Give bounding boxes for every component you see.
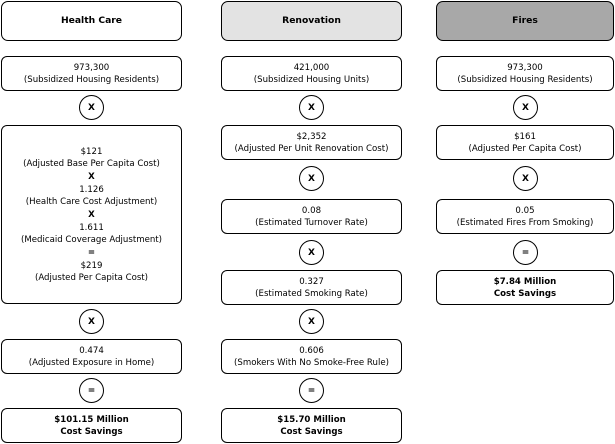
- rn-no-rule-label: (Smokers With No Smoke-Free Rule): [234, 357, 389, 368]
- hc-base-value: $121: [80, 146, 103, 157]
- hc-multiply-operator-2: X: [79, 309, 104, 334]
- hc-base-label: (Adjusted Base Per Capita Cost): [23, 158, 160, 169]
- rn-smoking-value: 0.327: [299, 276, 324, 287]
- hc-total-amount: $101.15 Million: [54, 414, 129, 425]
- hc-residents-value: 973,300: [73, 62, 110, 73]
- rn-multiply-operator-1: X: [299, 95, 324, 120]
- rn-unit-cost-value: $2,352: [296, 131, 327, 142]
- hc-calc-operator-b: X: [88, 209, 95, 220]
- hc-adj-label: (Health Care Cost Adjustment): [25, 196, 158, 207]
- rn-multiply-operator-2: X: [299, 166, 324, 191]
- fi-total-label: Cost Savings: [493, 288, 557, 299]
- rn-no-rule-box: 0.606 (Smokers With No Smoke-Free Rule): [221, 339, 402, 374]
- rn-turnover-value: 0.08: [301, 205, 322, 216]
- fi-multiply-operator-1: X: [513, 95, 538, 120]
- rn-turnover-label: (Estimated Turnover Rate): [255, 217, 368, 228]
- hc-residents-box: 973,300 (Subsidized Housing Residents): [1, 56, 182, 91]
- hc-per-capita-calc-box: $121 (Adjusted Base Per Capita Cost) X 1…: [1, 125, 182, 304]
- hc-exposure-label: (Adjusted Exposure in Home): [28, 357, 155, 368]
- rn-units-box: 421,000 (Subsidized Housing Units): [221, 56, 402, 91]
- rn-multiply-operator-4: X: [299, 309, 324, 334]
- fi-fires-smoking-value: 0.05: [515, 205, 535, 216]
- hc-multiply-operator-1: X: [79, 95, 104, 120]
- fi-fires-smoking-box: 0.05 (Estimated Fires From Smoking): [436, 199, 614, 234]
- header-health-care: Health Care: [1, 1, 182, 41]
- fi-total-amount: $7.84 Million: [493, 276, 557, 287]
- header-renovation-label: Renovation: [282, 15, 341, 26]
- rn-units-value: 421,000: [293, 62, 330, 73]
- rn-total-box: $15.70 Million Cost Savings: [221, 408, 402, 443]
- hc-medicaid-label: (Medicaid Coverage Adjustment): [20, 234, 163, 245]
- hc-residents-label: (Subsidized Housing Residents): [23, 74, 160, 85]
- fi-per-capita-value: $161: [514, 131, 536, 142]
- rn-equals-operator: =: [299, 378, 324, 403]
- rn-total-label: Cost Savings: [280, 426, 343, 437]
- rn-total-amount: $15.70 Million: [277, 414, 346, 425]
- fi-fires-smoking-label: (Estimated Fires From Smoking): [456, 217, 594, 228]
- header-fires-label: Fires: [512, 15, 538, 26]
- header-renovation: Renovation: [221, 1, 402, 41]
- fi-residents-label: (Subsidized Housing Residents): [457, 74, 593, 85]
- rn-units-label: (Subsidized Housing Units): [253, 74, 370, 85]
- rn-turnover-box: 0.08 (Estimated Turnover Rate): [221, 199, 402, 234]
- hc-adj-value: 1.126: [79, 184, 104, 195]
- rn-unit-cost-label: (Adjusted Per Unit Renovation Cost): [234, 143, 389, 154]
- fi-equals-operator: =: [513, 240, 538, 265]
- hc-result-value: $219: [80, 260, 103, 271]
- hc-calc-operator-a: X: [88, 171, 95, 182]
- hc-exposure-box: 0.474 (Adjusted Exposure in Home): [1, 339, 182, 374]
- hc-calc-operator-c: =: [87, 247, 96, 258]
- hc-exposure-value: 0.474: [79, 345, 104, 356]
- hc-result-label: (Adjusted Per Capita Cost): [34, 272, 149, 283]
- rn-smoking-label: (Estimated Smoking Rate): [255, 288, 368, 299]
- hc-medicaid-value: 1.611: [79, 222, 104, 233]
- rn-smoking-box: 0.327 (Estimated Smoking Rate): [221, 270, 402, 305]
- header-fires: Fires: [436, 1, 614, 41]
- rn-multiply-operator-3: X: [299, 240, 324, 265]
- fi-per-capita-label: (Adjusted Per Capita Cost): [468, 143, 582, 154]
- hc-total-box: $101.15 Million Cost Savings: [1, 408, 182, 443]
- rn-unit-cost-box: $2,352 (Adjusted Per Unit Renovation Cos…: [221, 125, 402, 160]
- hc-equals-operator: =: [79, 378, 104, 403]
- fi-residents-box: 973,300 (Subsidized Housing Residents): [436, 56, 614, 91]
- header-health-care-label: Health Care: [60, 15, 123, 26]
- fi-residents-value: 973,300: [507, 62, 543, 73]
- rn-no-rule-value: 0.606: [299, 345, 324, 356]
- fi-per-capita-box: $161 (Adjusted Per Capita Cost): [436, 125, 614, 160]
- hc-total-label: Cost Savings: [60, 426, 123, 437]
- fi-multiply-operator-2: X: [513, 166, 538, 191]
- fi-total-box: $7.84 Million Cost Savings: [436, 270, 614, 305]
